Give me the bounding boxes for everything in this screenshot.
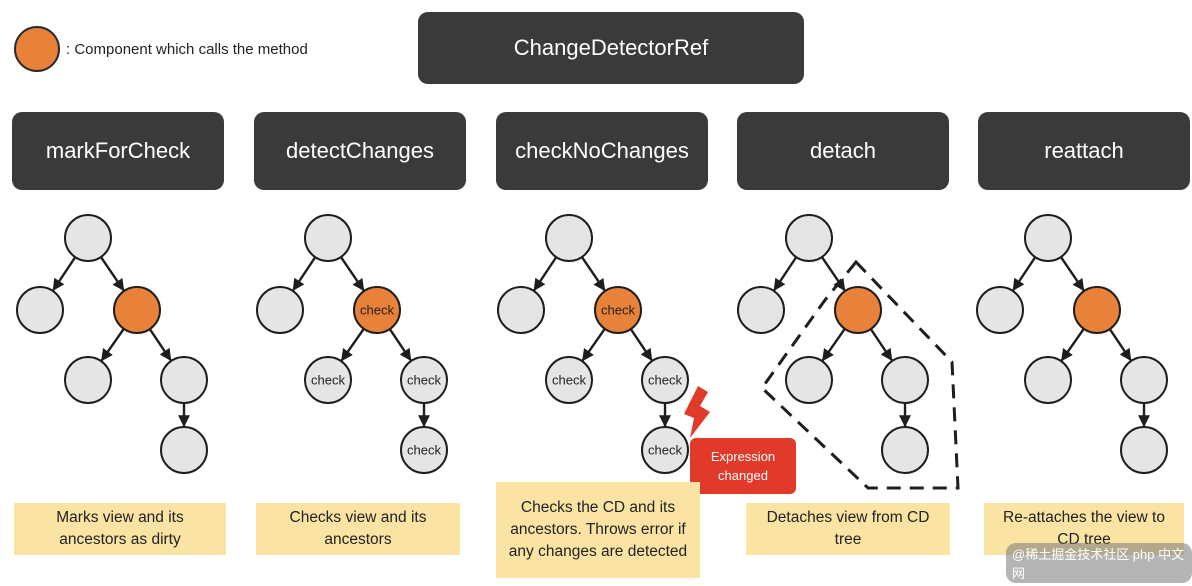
method-title-checknochanges: checkNoChanges: [496, 112, 708, 190]
detached-subtree-outline: [760, 259, 960, 490]
node-check-label: check: [407, 373, 441, 388]
node-check-label: check: [601, 303, 635, 318]
tree-node-markforcheck-ll: [64, 356, 112, 404]
tree-edge-reattach: [1059, 256, 1085, 292]
tree-node-checknochanges-lr: [641, 356, 689, 404]
tree-node-detectchanges-ll: [304, 356, 352, 404]
tree-node-reattach-lr: [1120, 356, 1168, 404]
lightning-icon: [684, 386, 710, 438]
tree-node-detectchanges-left: [256, 286, 304, 334]
tree-node-detach-left: [737, 286, 785, 334]
tree-edge-reattach: [1060, 328, 1085, 362]
tree-edge-detach: [821, 328, 846, 362]
description-detach: Detaches view from CD tree: [746, 503, 950, 555]
tree-edge-markforcheck: [100, 328, 125, 362]
description-checknochanges: Checks the CD and its ancestors. Throws …: [496, 482, 700, 578]
tree-node-markforcheck-lr: [160, 356, 208, 404]
orange-node-icon: [14, 26, 60, 72]
tree-node-detectchanges-lr: [400, 356, 448, 404]
tree-node-reattach-left: [976, 286, 1024, 334]
tree-edge-checknochanges: [533, 256, 558, 292]
tree-edge-detach: [869, 328, 893, 362]
tree-edge-markforcheck: [148, 328, 172, 362]
tree-node-detectchanges-mid: [353, 286, 401, 334]
method-title-reattach: reattach: [978, 112, 1190, 190]
tree-node-checknochanges-root: [545, 214, 593, 262]
description-detectchanges: Checks view and its ancestors: [256, 503, 460, 555]
tree-node-detach-mid: [834, 286, 882, 334]
tree-edge-reattach: [1012, 256, 1037, 292]
tree-node-reattach-leaf: [1120, 426, 1168, 474]
node-check-label: check: [552, 373, 586, 388]
method-title-detectchanges: detectChanges: [254, 112, 466, 190]
node-check-label: check: [360, 303, 394, 318]
tree-node-detectchanges-leaf: [400, 426, 448, 474]
tree-edge-checknochanges: [581, 328, 606, 362]
tree-edge-checknochanges: [580, 256, 606, 292]
tree-node-checknochanges-left: [497, 286, 545, 334]
header-title: ChangeDetectorRef: [418, 12, 804, 84]
tree-edge-detectchanges: [388, 328, 412, 362]
tree-node-checknochanges-mid: [594, 286, 642, 334]
tree-edge-reattach: [1108, 328, 1132, 362]
tree-node-markforcheck-root: [64, 214, 112, 262]
tree-node-detach-lr: [881, 356, 929, 404]
tree-edge-detectchanges: [292, 256, 317, 292]
tree-node-detach-root: [785, 214, 833, 262]
node-check-label: check: [311, 373, 345, 388]
tree-edge-markforcheck: [99, 256, 125, 292]
tree-node-reattach-mid: [1073, 286, 1121, 334]
node-check-label: check: [648, 443, 682, 458]
method-title-detach: detach: [737, 112, 949, 190]
tree-edge-markforcheck: [52, 256, 77, 292]
tree-edge-detach: [820, 256, 846, 292]
node-check-label: check: [407, 443, 441, 458]
node-check-label: check: [648, 373, 682, 388]
description-markforcheck: Marks view and its ancestors as dirty: [14, 503, 226, 555]
tree-edge-detach: [773, 256, 798, 292]
tree-node-reattach-root: [1024, 214, 1072, 262]
tree-node-detectchanges-root: [304, 214, 352, 262]
error-badge: Expression changed: [690, 438, 796, 494]
tree-node-checknochanges-leaf: [641, 426, 689, 474]
tree-edge-detectchanges: [340, 328, 365, 362]
tree-edge-detectchanges: [339, 256, 365, 292]
tree-node-checknochanges-ll: [545, 356, 593, 404]
tree-node-detach-leaf: [881, 426, 929, 474]
tree-edge-checknochanges: [629, 328, 653, 362]
legend-text: : Component which calls the method: [66, 40, 308, 58]
tree-node-markforcheck-left: [16, 286, 64, 334]
tree-node-detach-ll: [785, 356, 833, 404]
tree-node-markforcheck-mid: [113, 286, 161, 334]
method-title-markforcheck: markForCheck: [12, 112, 224, 190]
legend: : Component which calls the method: [14, 26, 308, 72]
tree-node-markforcheck-leaf: [160, 426, 208, 474]
watermark: @稀土掘金技术社区 php 中文网: [1006, 543, 1192, 583]
tree-node-reattach-ll: [1024, 356, 1072, 404]
